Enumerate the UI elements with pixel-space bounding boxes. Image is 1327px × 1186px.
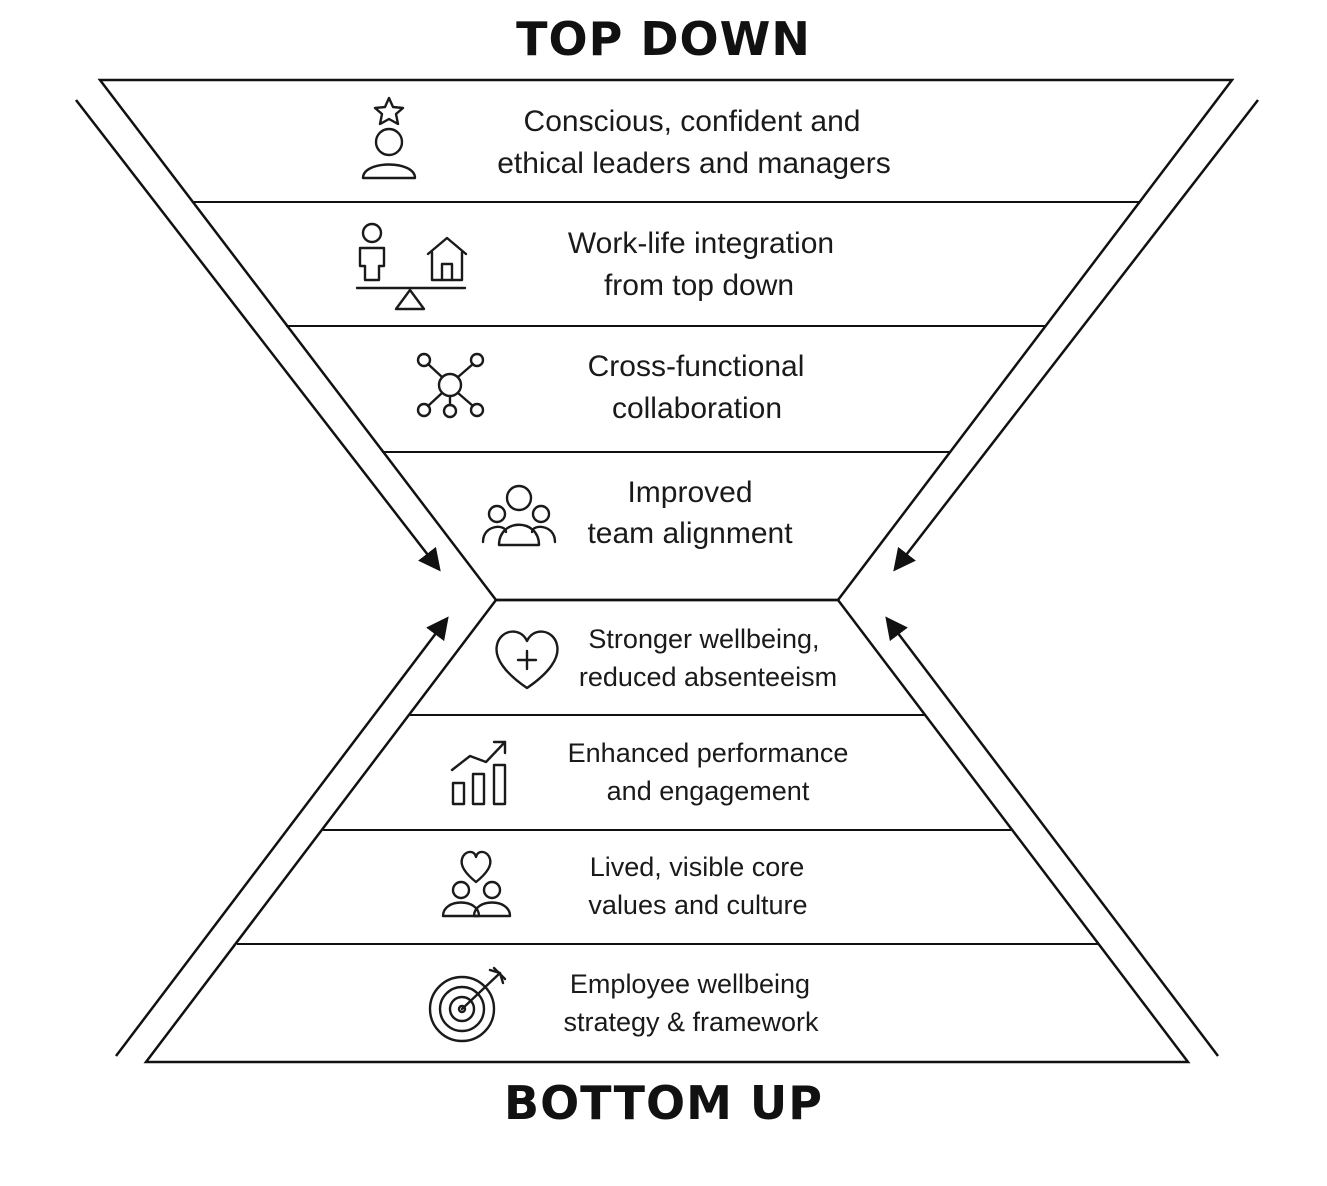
team-icon — [481, 484, 557, 547]
bottom-pyramid-outline — [143, 598, 1191, 1064]
level-5-line-2: reduced absenteeism — [579, 662, 837, 692]
level-1-line-2: ethical leaders and managers — [497, 147, 891, 180]
level-7-line-1: Lived, visible core — [590, 852, 805, 882]
level-2-line-1: Work-life integration — [568, 227, 834, 260]
arrow-down-right — [893, 99, 1259, 572]
leader-star-icon — [361, 96, 417, 180]
level-6-line-2: and engagement — [607, 776, 810, 806]
growth-chart-icon — [450, 740, 507, 806]
arrow-up-left — [115, 616, 449, 1057]
title-bottom-up: BOTTOM UP — [504, 1076, 823, 1130]
title-top-down: TOP DOWN — [516, 12, 811, 66]
heart-plus-icon — [495, 630, 559, 690]
level-4-line-2: team alignment — [587, 517, 793, 550]
arrow-down-left — [75, 99, 441, 572]
level-1-line-1: Conscious, confident and — [524, 105, 861, 138]
level-3-line-2: collaboration — [612, 392, 782, 425]
level-3-line-1: Cross-functional — [588, 350, 805, 383]
level-5-line-1: Stronger wellbeing, — [588, 624, 819, 654]
level-8-line-1: Employee wellbeing — [570, 969, 810, 999]
level-8-line-2: strategy & framework — [563, 1007, 819, 1037]
arrow-up-right — [885, 616, 1219, 1057]
level-6-line-1: Enhanced performance — [568, 738, 849, 768]
work-life-balance-icon — [355, 222, 468, 311]
level-7-line-2: values and culture — [588, 890, 807, 920]
level-4-line-1: Improved — [627, 476, 752, 509]
target-arrow-icon — [428, 966, 507, 1043]
network-icon — [416, 352, 485, 419]
level-2-line-2: from top down — [604, 269, 794, 302]
people-heart-icon — [441, 850, 512, 918]
